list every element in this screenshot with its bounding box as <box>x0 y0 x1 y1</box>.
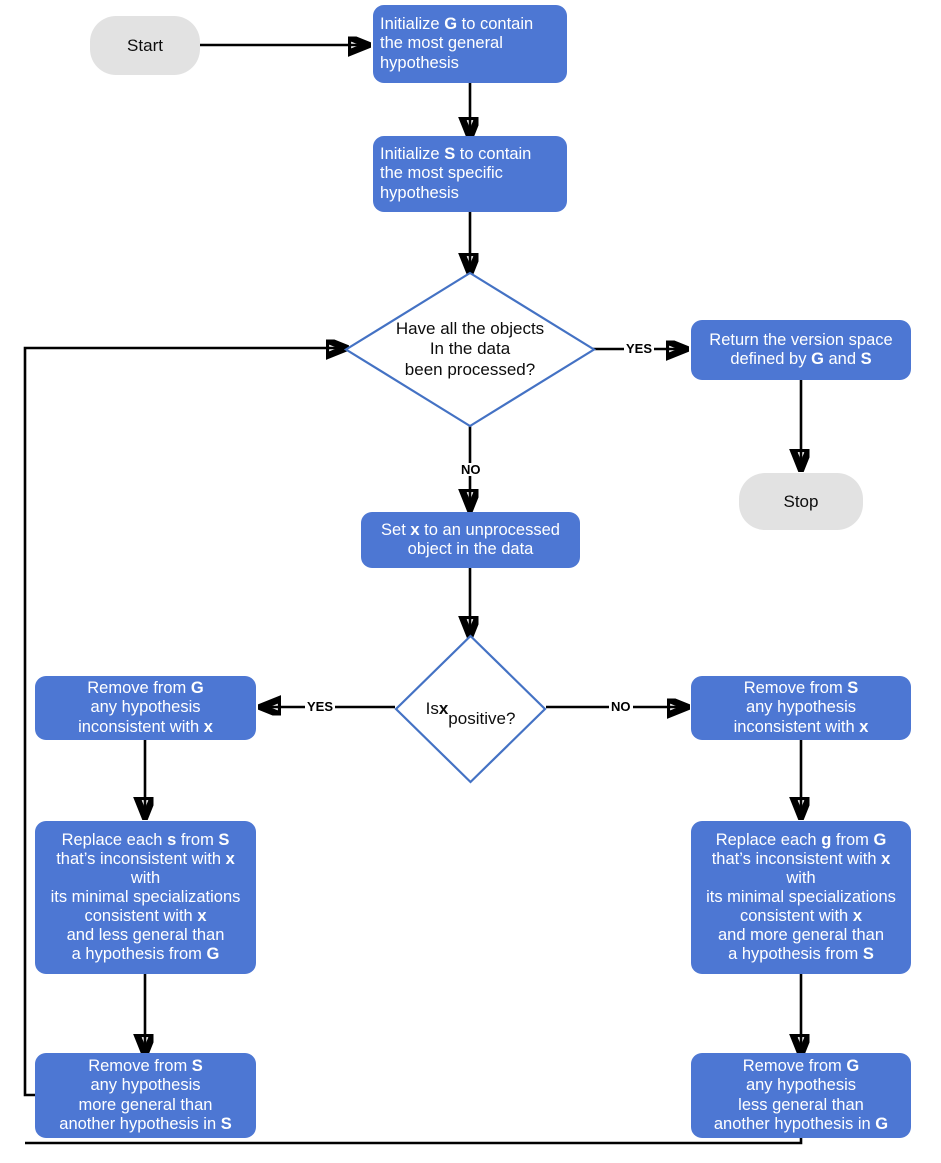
edge-loopback-bottom <box>25 1138 803 1145</box>
edge-label-no-all-processed: NO <box>459 462 483 477</box>
edge-label-yes-all-processed: YES <box>624 341 655 356</box>
node-start-label: Start <box>127 35 163 55</box>
node-start[interactable]: Start <box>90 16 200 75</box>
edge-label-no-x-positive: NO <box>609 699 633 714</box>
edge-label-yes-x-positive: YES <box>305 699 336 714</box>
diamond-shape <box>343 271 597 428</box>
node-stop-label: Stop <box>783 491 819 511</box>
edge-loopback-left <box>23 348 345 1097</box>
node-stop[interactable]: Stop <box>739 473 863 530</box>
diamond-shape <box>394 634 547 784</box>
